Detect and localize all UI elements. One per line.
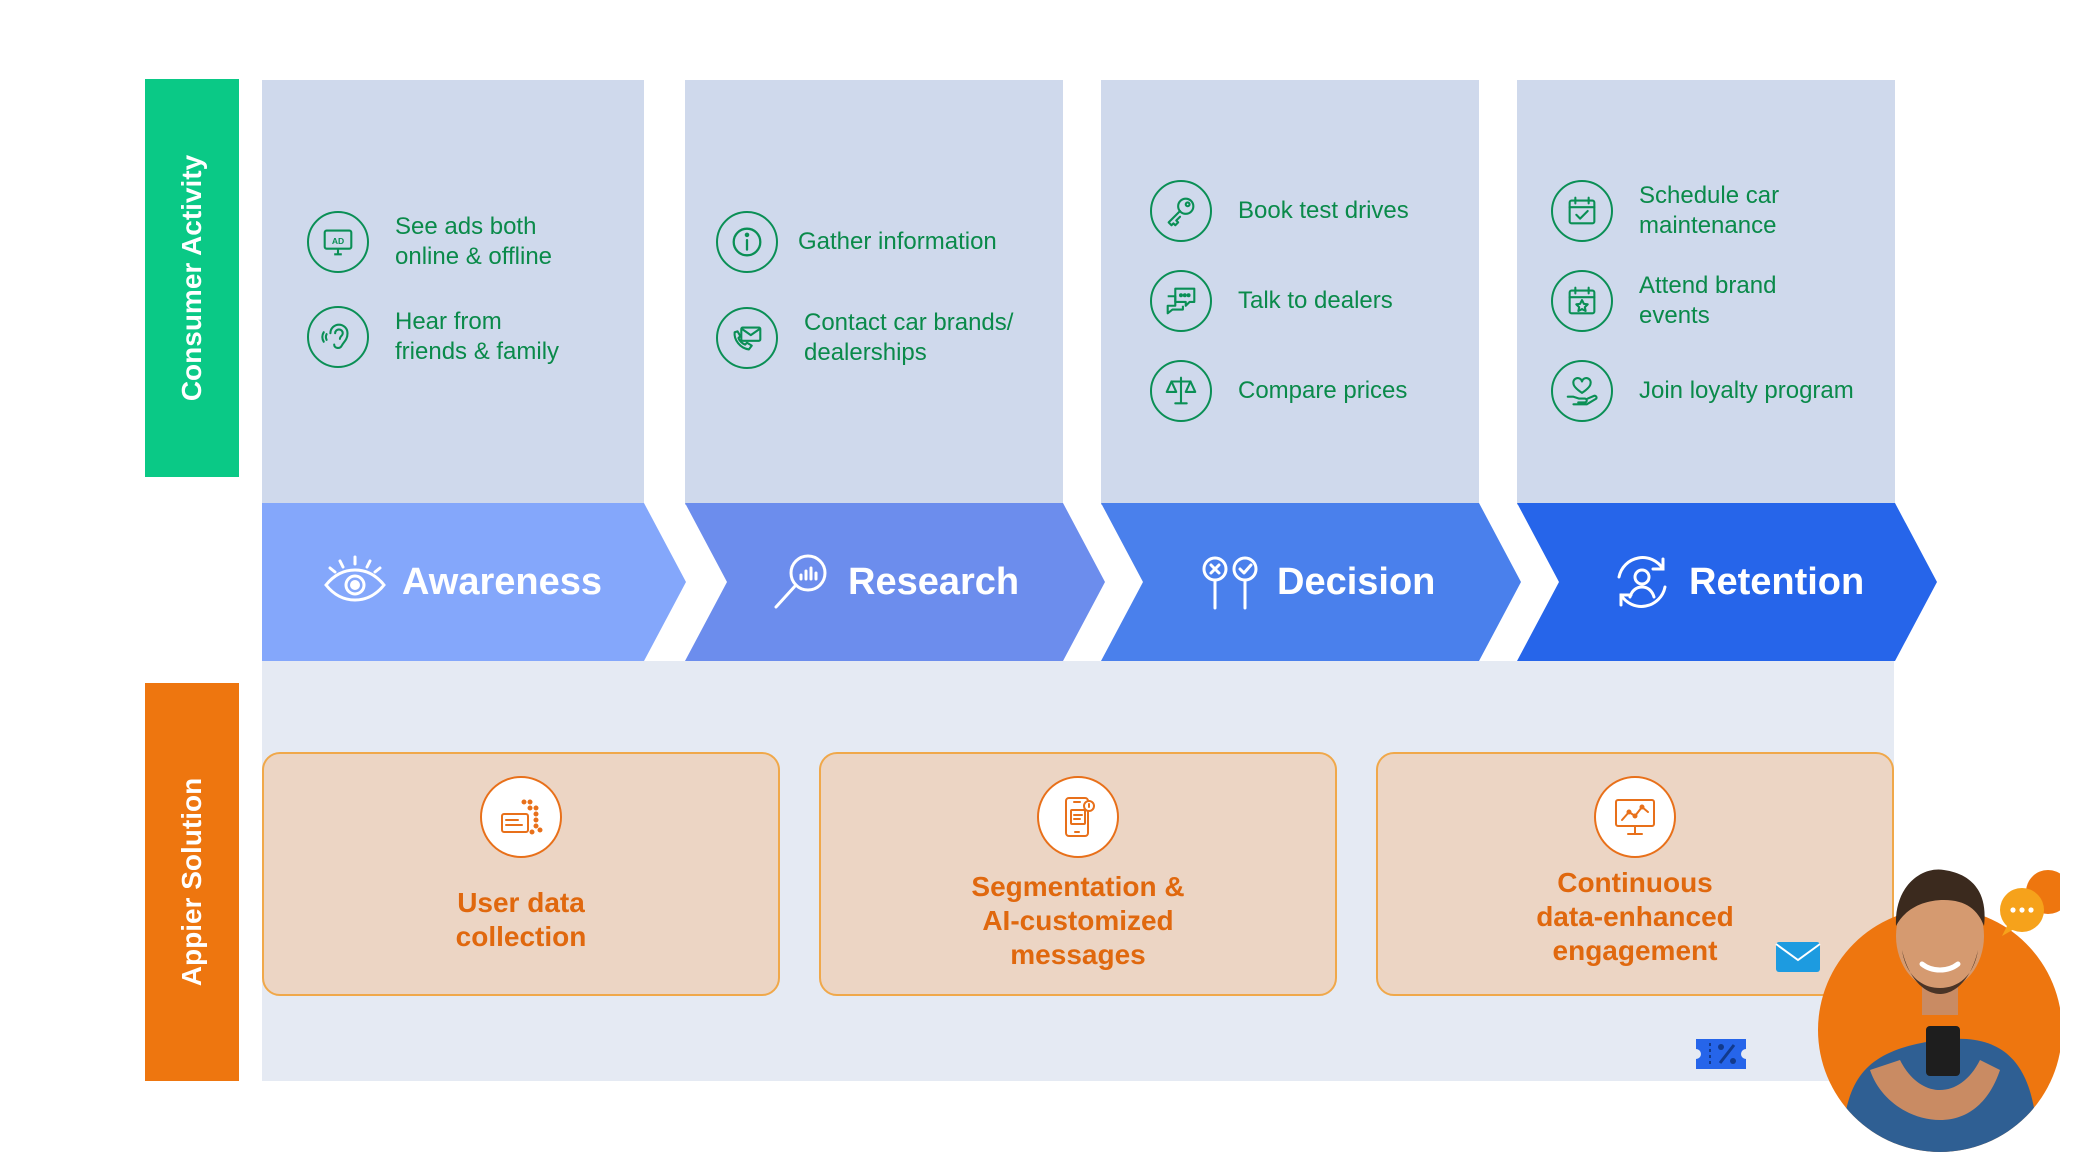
activity-text: Join loyalty program [1639, 377, 1854, 404]
activity-item: Gather information [716, 211, 997, 273]
activity-item: Book test drives [1150, 180, 1409, 242]
activity-text: Compare prices [1238, 377, 1408, 404]
research-activity-panel [685, 80, 1063, 505]
activity-text: Book test drives [1238, 197, 1409, 224]
key-icon [1150, 180, 1212, 242]
info-icon [716, 211, 778, 273]
activity-item: Hear from friends & family [307, 306, 559, 368]
retention-arrow [1517, 503, 1937, 661]
solution-card: Segmentation & AI-customized messages [819, 752, 1337, 996]
svg-text:AD: AD [332, 236, 344, 246]
data-collection-icon [480, 776, 562, 858]
solution-text: User data collection [455, 887, 587, 952]
user-cycle-icon [1617, 556, 1667, 608]
awareness-arrow [262, 503, 686, 661]
stage-label: Retention [1689, 560, 1865, 603]
activity-text: Attend brand events [1639, 272, 1777, 329]
activity-item: Compare prices [1150, 360, 1407, 422]
calendar-check-icon [1551, 180, 1613, 242]
stage-decision: Decision [1197, 503, 1435, 661]
coupon-icon [1696, 1039, 1746, 1069]
solution-text: Segmentation & AI-customized messages [971, 871, 1185, 970]
activity-text: Talk to dealers [1238, 287, 1393, 314]
appier-solution-label: Appier Solution [145, 683, 239, 1081]
heart-hand-icon [1551, 360, 1613, 422]
activity-item: AD See ads both online & offline [307, 211, 552, 273]
activity-item: Talk to dealers [1150, 270, 1393, 332]
activity-text: Schedule car maintenance [1639, 182, 1780, 239]
activity-item: Schedule car maintenance [1551, 180, 1779, 242]
decision-arrow [1101, 503, 1521, 661]
phone-mail-icon [716, 307, 778, 369]
envelope-icon [1775, 942, 1821, 972]
phone-message-icon [1037, 776, 1119, 858]
activity-text: Gather information [798, 228, 997, 255]
magnifier-chart-icon [774, 554, 827, 609]
solution-text: Continuous data-enhanced engagement [1536, 867, 1734, 966]
activity-item: Attend brand events [1551, 270, 1776, 332]
monitor-chart-icon [1594, 776, 1676, 858]
activity-text: Hear from friends & family [395, 308, 560, 365]
calendar-star-icon [1551, 270, 1613, 332]
scale-icon [1150, 360, 1212, 422]
activity-text: See ads both online & offline [395, 213, 553, 270]
activity-text: Contact car brands/ dealerships [804, 309, 1014, 366]
person-with-phone [1760, 840, 2070, 1160]
stages-flow: Awareness Research Decision Retention [262, 503, 1942, 661]
stage-retention: Retention [1609, 503, 1864, 661]
solution-card: User data collection [262, 752, 780, 996]
eye-icon [324, 555, 386, 602]
stage-awareness: Awareness [322, 503, 602, 661]
stage-label: Decision [1277, 560, 1436, 603]
activity-item: Join loyalty program [1551, 360, 1854, 422]
awareness-activity-panel [262, 80, 644, 505]
ear-icon [307, 306, 369, 368]
choice-pins-icon [1202, 556, 1258, 610]
activity-item: Contact car brands/ dealerships [716, 307, 1013, 369]
chat-bubbles-icon [1150, 270, 1212, 332]
stage-label: Awareness [402, 560, 602, 603]
chat-bubbles-icon [2000, 870, 2070, 936]
research-arrow [685, 503, 1105, 661]
stage-research: Research [768, 503, 1019, 661]
ad-screen-icon: AD [307, 211, 369, 273]
stage-label: Research [848, 560, 1020, 603]
consumer-activity-label: Consumer Activity [145, 79, 239, 477]
